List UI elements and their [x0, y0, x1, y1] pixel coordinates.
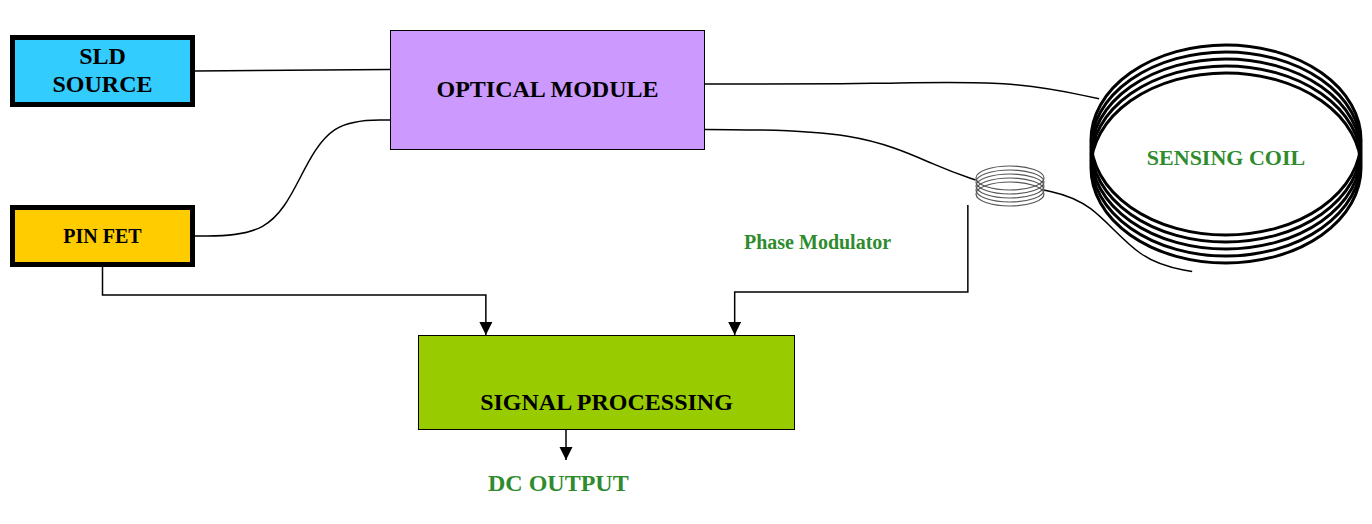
- connector-line: [735, 205, 968, 335]
- coil-turn: [1091, 73, 1361, 263]
- detector-box: PIN FET: [10, 205, 195, 267]
- output-arrow: [565, 430, 567, 460]
- node-label: Phase Modulator: [744, 231, 891, 254]
- coil-turn: [1091, 66, 1361, 256]
- node-label: SLD SOURCE: [33, 43, 173, 98]
- connector-line: [103, 267, 486, 335]
- coil-turn: [976, 182, 1044, 206]
- node-label: PIN FET: [63, 225, 141, 248]
- node-label: SENSING COIL: [1147, 145, 1305, 170]
- node-label: OPTICAL MODULE: [436, 76, 658, 104]
- connector-line: [705, 82, 1099, 98]
- output-label: DC OUTPUT: [488, 470, 629, 497]
- processing-box: SIGNAL PROCESSING: [418, 335, 795, 430]
- connector-line: [705, 130, 976, 180]
- module-box: OPTICAL MODULE: [390, 30, 705, 150]
- coil-turn: [1091, 52, 1361, 242]
- coil-turn: [1091, 59, 1361, 249]
- source-box: SLD SOURCE: [10, 35, 195, 107]
- node-label: SIGNAL PROCESSING: [480, 389, 733, 417]
- connector-line: [195, 120, 390, 236]
- sensing-coil: SENSING COIL: [1085, 40, 1367, 275]
- connector-line: [195, 70, 390, 71]
- modulator-coil: Phase Modulator: [740, 160, 1050, 260]
